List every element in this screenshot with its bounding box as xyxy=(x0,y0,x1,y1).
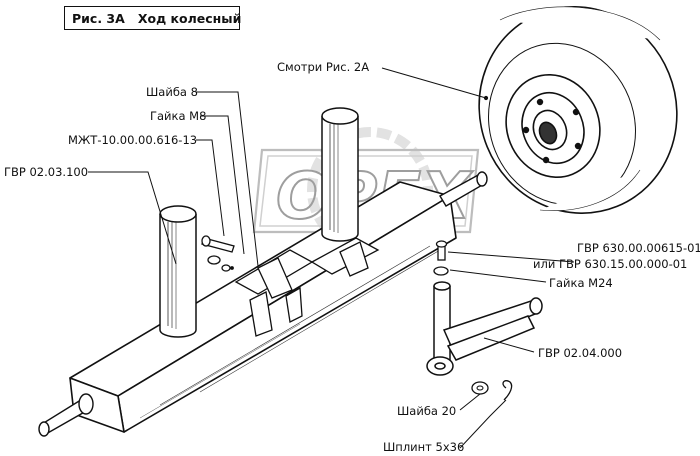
leader-lines xyxy=(88,67,575,449)
figure-title: Рис. 3А Ход колесный xyxy=(64,6,242,30)
label-washer-8: Шайба 8 xyxy=(146,85,198,99)
post-left xyxy=(159,205,197,338)
label-nut-m24: Гайка М24 xyxy=(549,276,613,290)
bolt-m24 xyxy=(435,240,448,261)
bolt-m8 xyxy=(201,235,235,253)
left-spindle xyxy=(38,393,94,437)
figure-name: Ход колесный xyxy=(137,10,242,26)
label-cotter-pin: Шплинт 5х36 xyxy=(383,440,465,454)
label-nut-m8: Гайка М8 xyxy=(150,109,207,123)
label-gvr-630-b: или ГВР 630.15.00.000-01 xyxy=(533,257,688,271)
label-mzht: МЖТ-10.00.00.616-13 xyxy=(68,133,198,147)
washer-8-shape xyxy=(221,264,231,272)
label-gvr-630-a: ГВР 630.00.00615-01 xyxy=(577,241,700,255)
post-right xyxy=(321,107,359,242)
label-gvr-0203: ГВР 02.03.100 xyxy=(4,165,89,179)
fork-assembly xyxy=(426,281,543,376)
label-washer-20: Шайба 20 xyxy=(397,404,457,418)
nut-m24-shape xyxy=(433,266,449,276)
cotter-pin-shape xyxy=(502,380,513,401)
right-spindle xyxy=(439,171,488,207)
figure-number: Рис. 3А xyxy=(72,10,125,26)
wheel xyxy=(478,6,678,214)
nut-m8-shape xyxy=(207,255,221,265)
bracket-rear xyxy=(310,237,380,277)
label-gvr-0204: ГВР 02.04.000 xyxy=(538,346,623,360)
label-see-fig: Смотри Рис. 2А xyxy=(277,60,370,74)
bracket-front xyxy=(234,249,314,337)
